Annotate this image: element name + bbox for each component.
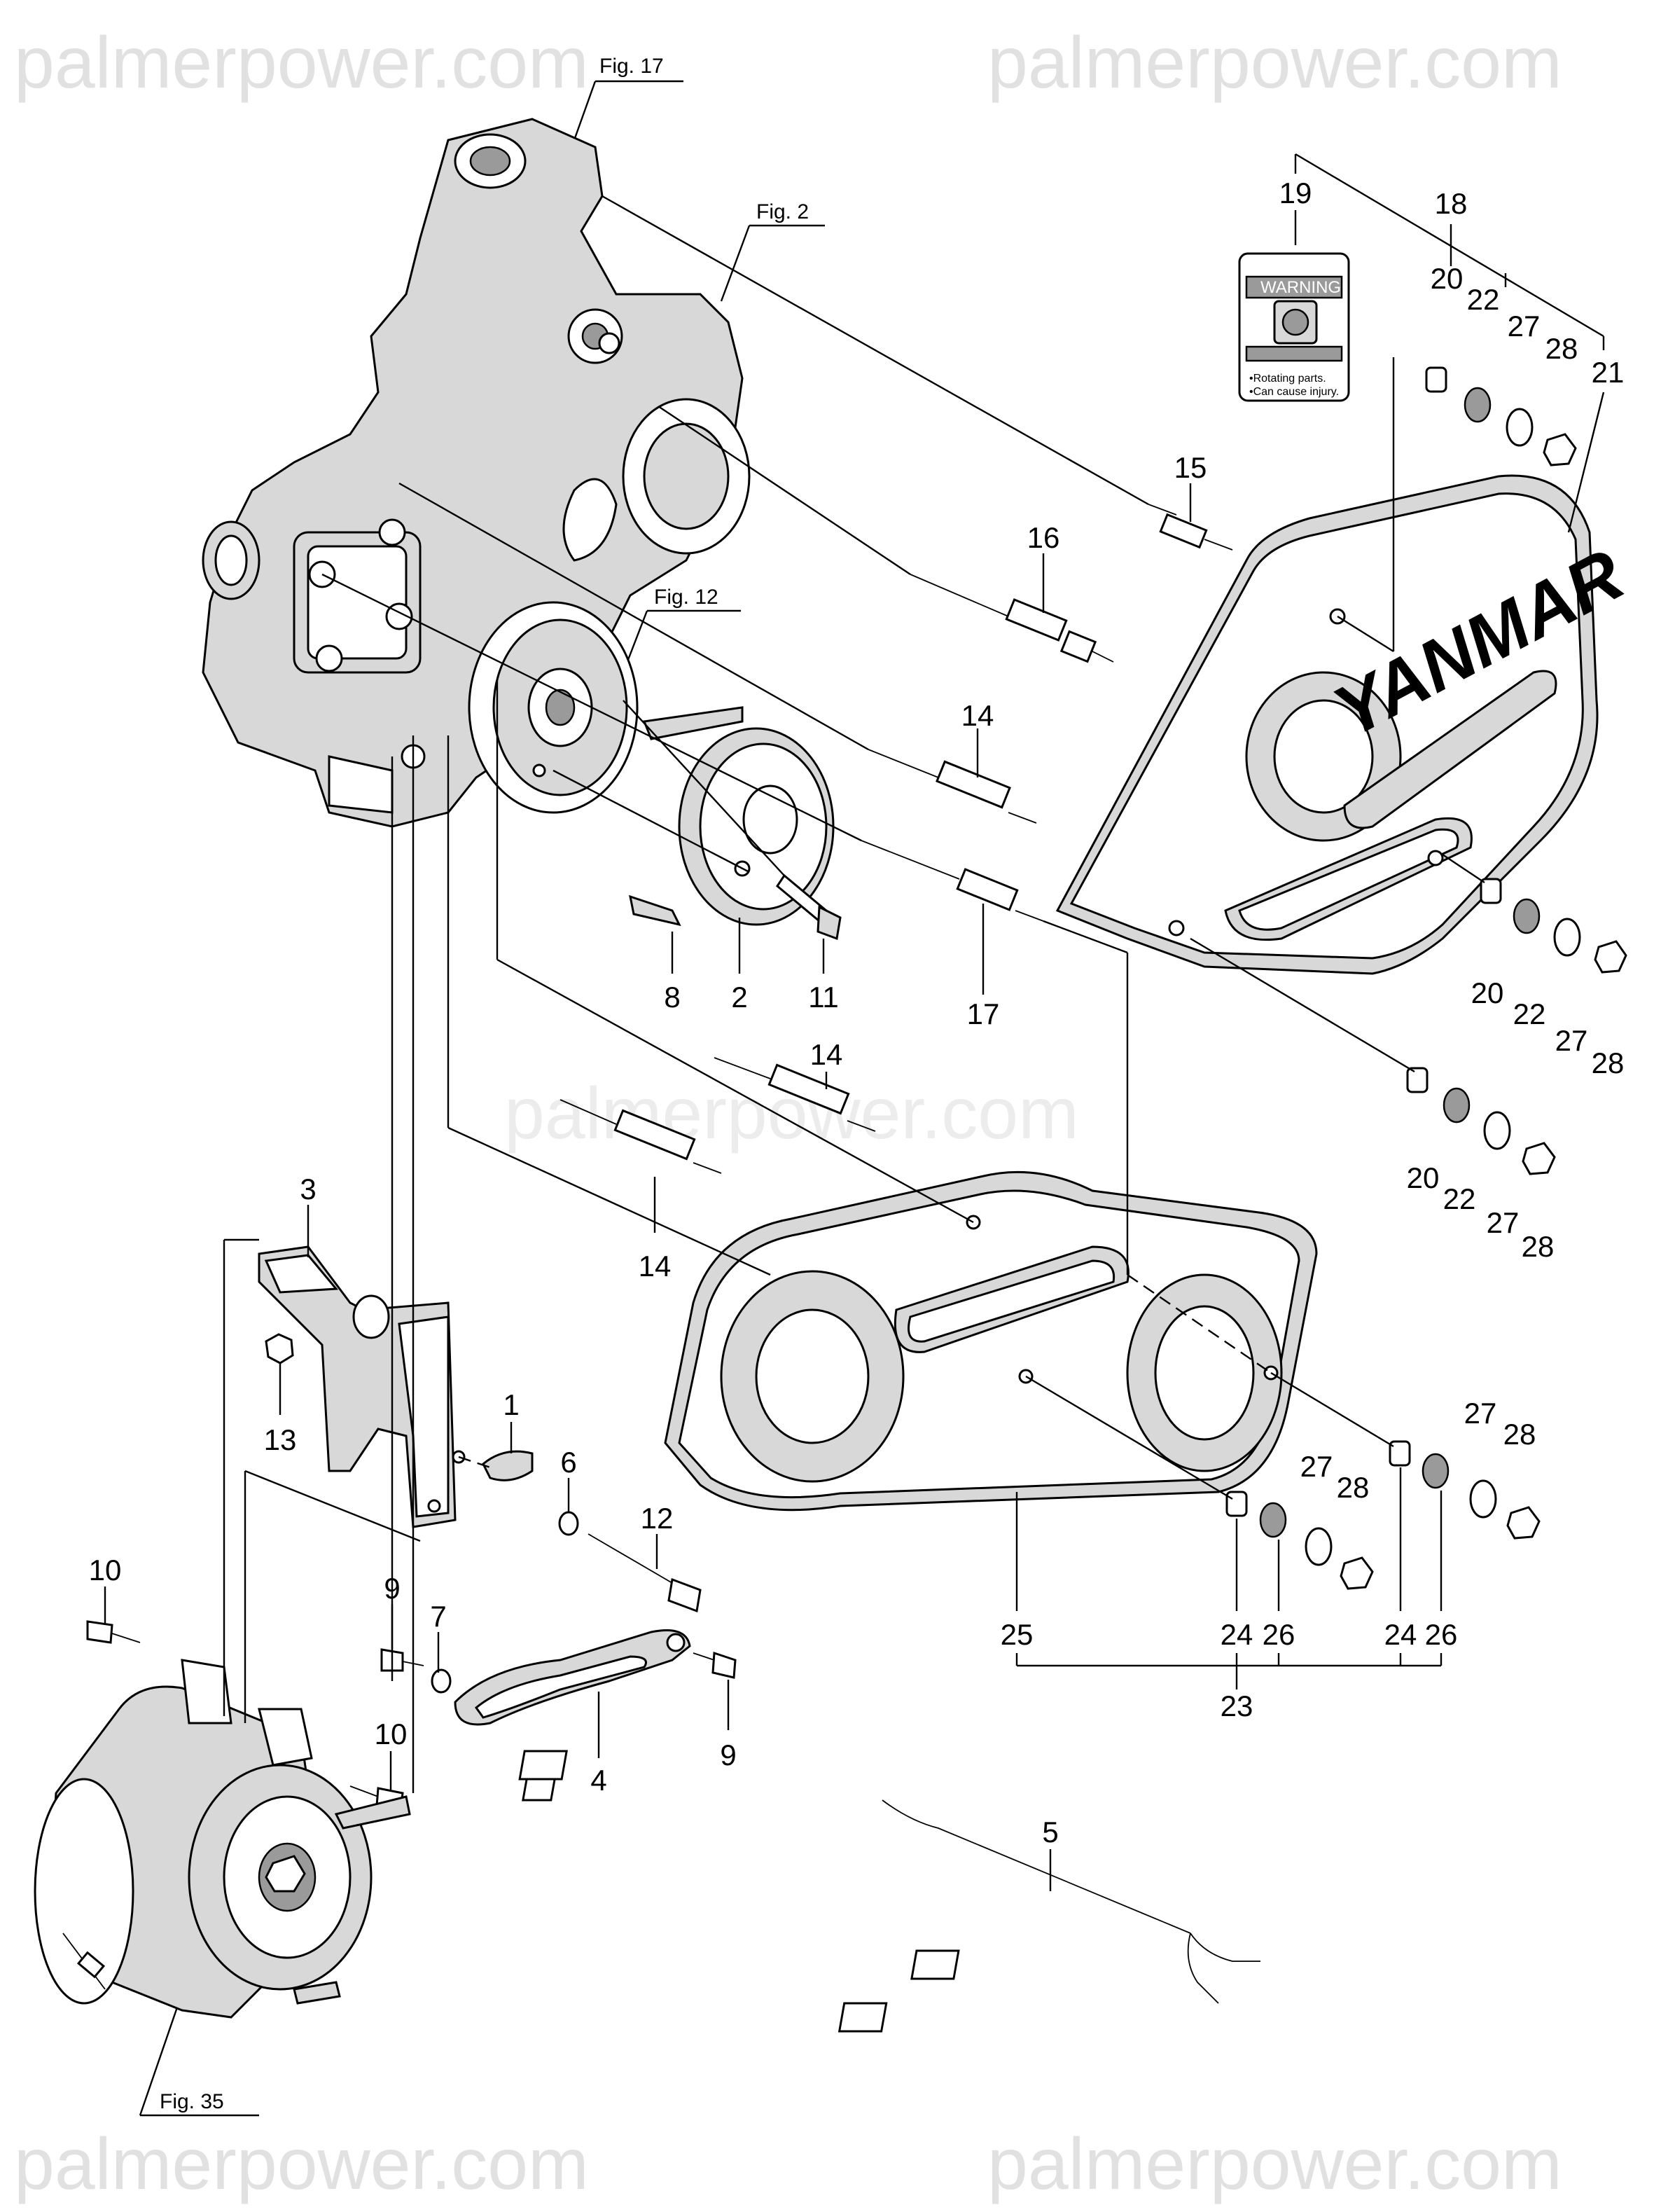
callout-15: 15: [1174, 451, 1207, 484]
callout-28-top: 28: [1545, 332, 1578, 365]
callout-5: 5: [1042, 1816, 1058, 1848]
callout-22-low: 22: [1443, 1182, 1476, 1215]
crank-pulley: [468, 601, 639, 814]
callout-18: 18: [1435, 187, 1468, 220]
callout-24-left: 24: [1221, 1618, 1253, 1651]
callout-14-lower: 14: [639, 1250, 672, 1283]
watermark-bottom-left: palmerpower.com: [14, 2124, 589, 2205]
watermark-top-right: palmerpower.com: [987, 22, 1562, 104]
callout-4: 4: [590, 1764, 606, 1797]
studs: [560, 504, 1233, 1174]
callout-28-left: 28: [1337, 1471, 1370, 1504]
callout-12: 12: [641, 1502, 674, 1535]
callout-10-lower: 10: [375, 1717, 408, 1750]
callout-14-upper: 14: [961, 699, 994, 732]
callout-23: 23: [1221, 1689, 1253, 1722]
alternator: [34, 1659, 411, 2019]
callout-10-upper: 10: [89, 1554, 122, 1587]
callout-27-top: 27: [1508, 310, 1541, 343]
callout-20-top: 20: [1431, 262, 1464, 295]
callout-28-mid: 28: [1592, 1046, 1625, 1079]
callout-19: 19: [1279, 177, 1312, 209]
callout-22-top: 22: [1467, 283, 1500, 316]
callout-9-right: 9: [720, 1739, 736, 1771]
callout-25: 25: [1001, 1618, 1034, 1651]
upper-cover: YANMAR: [1055, 474, 1636, 975]
callout-28-low: 28: [1522, 1230, 1555, 1263]
fig-ref-12: Fig. 12: [654, 586, 718, 609]
callout-27-mid: 27: [1555, 1024, 1588, 1057]
engine-housing: [202, 118, 751, 828]
callout-27-right: 27: [1464, 1397, 1497, 1430]
callout-20-low: 20: [1407, 1161, 1440, 1194]
callout-24-right: 24: [1384, 1618, 1417, 1651]
callout-7: 7: [430, 1600, 446, 1633]
warning-label-line1: •Rotating parts.: [1249, 373, 1326, 385]
callout-3: 3: [300, 1173, 316, 1205]
leader-lines: [104, 153, 1605, 1891]
fig-ref-2: Fig. 2: [756, 200, 809, 223]
callout-20-mid: 20: [1471, 976, 1504, 1009]
fig-ref-17: Fig. 17: [599, 55, 664, 78]
callout-8: 8: [664, 981, 680, 1014]
callout-27-low: 27: [1487, 1206, 1520, 1239]
alternator-brackets: [86, 1245, 737, 1812]
watermark-top-left: palmerpower.com: [14, 22, 589, 104]
callout-6: 6: [560, 1446, 576, 1479]
callout-1: 1: [503, 1388, 519, 1421]
callout-22-mid: 22: [1513, 997, 1546, 1030]
callout-numbers: 19 18 20 22 27 28 21 15 16 14 8 2 11 17 …: [89, 177, 1625, 1848]
callout-21: 21: [1592, 356, 1625, 389]
lower-belt-cover: [664, 1170, 1318, 1512]
callout-2: 2: [731, 981, 747, 1014]
callout-9-left: 9: [384, 1572, 400, 1605]
pulley-assembly: [629, 706, 842, 941]
callout-13: 13: [264, 1423, 297, 1456]
warning-label-title: WARNING: [1260, 278, 1341, 297]
callout-26-right: 26: [1425, 1618, 1458, 1651]
callout-27-left: 27: [1300, 1450, 1333, 1483]
figure-references: Fig. 17 Fig. 2 Fig. 12 Fig. 35: [139, 55, 825, 2117]
callout-17: 17: [967, 997, 1000, 1030]
callout-11: 11: [808, 981, 839, 1014]
warning-label-line2: •Can cause injury.: [1249, 386, 1339, 398]
callout-28-right: 28: [1503, 1418, 1536, 1451]
callout-16: 16: [1027, 521, 1060, 554]
warning-label: WARNING •Rotating parts. •Can cause inju…: [1238, 252, 1350, 402]
callout-14-middle: 14: [810, 1038, 843, 1071]
watermark-bottom-right: palmerpower.com: [987, 2124, 1562, 2205]
callout-26-left: 26: [1263, 1618, 1295, 1651]
watermarks: palmerpower.com palmerpower.com palmerpo…: [14, 22, 1562, 2205]
wire-harness: [518, 1750, 1260, 2033]
hardware-sets: [1225, 366, 1627, 1590]
fig-ref-35: Fig. 35: [160, 2090, 224, 2113]
